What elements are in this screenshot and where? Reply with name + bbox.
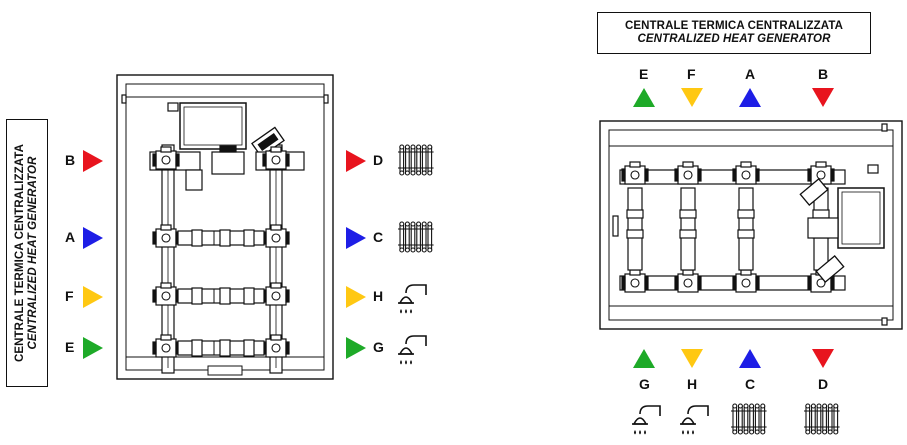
ball-valve <box>674 161 702 185</box>
flow-arrow <box>346 227 366 249</box>
ball-valve <box>152 282 180 306</box>
ball-valve <box>674 269 702 293</box>
title-box-left: CENTRALE TERMICA CENTRALIZZATA CENTRALIZ… <box>6 119 48 387</box>
flow-arrow <box>633 349 655 368</box>
flow-arrow <box>633 88 655 107</box>
flow-arrow <box>83 227 103 249</box>
left-manifold-diagram <box>83 74 434 380</box>
flow-arrow <box>739 88 761 107</box>
connection-label: E <box>65 339 75 355</box>
connection-label: E <box>639 66 649 82</box>
ball-valve <box>152 146 180 170</box>
connection-label: H <box>687 376 698 392</box>
connection-label: G <box>639 376 650 392</box>
connection-label: C <box>745 376 756 392</box>
flow-arrow <box>346 150 366 172</box>
connection-label: F <box>687 66 696 82</box>
shower-icon <box>398 335 427 365</box>
connection-label: D <box>818 376 829 392</box>
connection-label: H <box>373 288 384 304</box>
connection-label: F <box>65 288 74 304</box>
flow-arrow <box>681 88 703 107</box>
connection-label: C <box>373 229 384 245</box>
connection-label: D <box>373 152 384 168</box>
flow-arrow <box>812 349 834 368</box>
circulator-pump <box>167 102 247 150</box>
flow-arrow <box>346 286 366 308</box>
radiator-icon <box>398 144 434 176</box>
connection-label: B <box>65 152 76 168</box>
flow-arrow <box>83 286 103 308</box>
ball-valve <box>262 334 290 358</box>
ball-valve <box>732 269 760 293</box>
circulator-pump <box>807 187 885 249</box>
shower-icon <box>398 284 427 314</box>
ball-valve <box>152 334 180 358</box>
flow-arrow <box>739 349 761 368</box>
radiator-icon <box>804 403 840 435</box>
connection-label: A <box>745 66 756 82</box>
connection-label: B <box>818 66 829 82</box>
radiator-icon <box>398 221 434 253</box>
flow-arrow <box>346 337 366 359</box>
flow-arrow <box>812 88 834 107</box>
shower-icon <box>680 405 709 435</box>
ball-valve <box>621 161 649 185</box>
radiator-icon <box>731 403 767 435</box>
ball-valve <box>732 161 760 185</box>
title-line-en: CENTRALIZED HEAT GENERATOR <box>637 33 831 45</box>
ball-valve <box>621 269 649 293</box>
shower-icon <box>632 405 661 435</box>
flow-arrow <box>83 337 103 359</box>
connection-label: A <box>65 229 76 245</box>
flow-arrow <box>83 150 103 172</box>
flow-arrow <box>681 349 703 368</box>
connection-label: G <box>373 339 384 355</box>
title-box-right: CENTRALE TERMICA CENTRALIZZATA CENTRALIZ… <box>597 12 871 54</box>
title-line-it: CENTRALE TERMICA CENTRALIZZATA <box>624 19 844 32</box>
right-manifold-diagram <box>599 88 903 435</box>
ball-valve <box>262 146 290 170</box>
